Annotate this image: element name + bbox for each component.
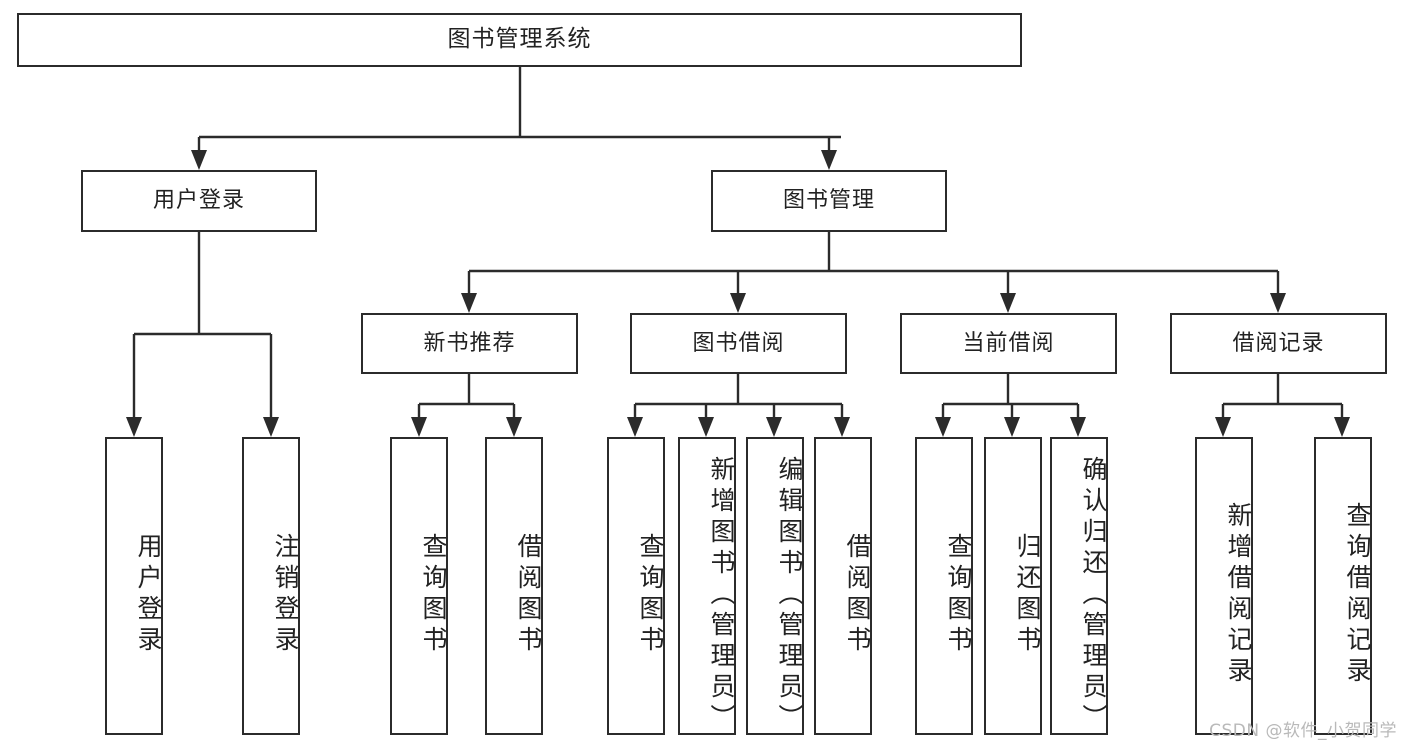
node-root-label: 图书管理系统 bbox=[447, 26, 592, 53]
node-book-management-label: 图书管理 bbox=[782, 188, 875, 214]
node-user-login-label: 用户登录 bbox=[152, 188, 245, 214]
node-leaf-confirm-return[interactable]: 确认归还（管理员） bbox=[1050, 437, 1108, 735]
node-leaf-query-book-3[interactable]: 查询图书 bbox=[915, 437, 973, 735]
node-leaf-add-record-label: 新增借阅记录 bbox=[1224, 502, 1253, 688]
node-book-borrow[interactable]: 图书借阅 bbox=[630, 313, 847, 374]
node-user-login[interactable]: 用户登录 bbox=[81, 170, 317, 232]
node-leaf-query-book-2-label: 查询图书 bbox=[636, 533, 665, 657]
node-leaf-edit-book[interactable]: 编辑图书（管理员） bbox=[746, 437, 804, 735]
arrow-book-management bbox=[821, 150, 837, 170]
node-leaf-confirm-return-label: 确认归还（管理员） bbox=[1079, 455, 1108, 735]
node-leaf-user-login[interactable]: 用户登录 bbox=[105, 437, 163, 735]
csdn-watermark: CSDN @软件_小贺同学 bbox=[1209, 721, 1397, 741]
arrow-leaf-add-book bbox=[698, 417, 714, 437]
node-borrow-record-label: 借阅记录 bbox=[1232, 330, 1325, 356]
node-leaf-logout[interactable]: 注销登录 bbox=[242, 437, 300, 735]
arrow-leaf-query-book-3 bbox=[935, 417, 951, 437]
arrow-leaf-query-record bbox=[1334, 417, 1350, 437]
node-leaf-query-book-2[interactable]: 查询图书 bbox=[607, 437, 665, 735]
node-current-borrow-label: 当前借阅 bbox=[962, 330, 1055, 356]
node-root[interactable]: 图书管理系统 bbox=[17, 13, 1022, 67]
arrow-leaf-edit-book bbox=[766, 417, 782, 437]
node-leaf-borrow-book-2[interactable]: 借阅图书 bbox=[814, 437, 872, 735]
node-leaf-query-book-1[interactable]: 查询图书 bbox=[390, 437, 448, 735]
node-leaf-logout-label: 注销登录 bbox=[271, 533, 300, 657]
node-leaf-borrow-book-2-label: 借阅图书 bbox=[843, 533, 872, 657]
node-leaf-query-record[interactable]: 查询借阅记录 bbox=[1314, 437, 1372, 735]
arrow-leaf-user-login bbox=[126, 417, 142, 437]
node-leaf-borrow-book-1-label: 借阅图书 bbox=[514, 533, 543, 657]
arrow-leaf-return-book bbox=[1004, 417, 1020, 437]
node-leaf-edit-book-label: 编辑图书（管理员） bbox=[775, 455, 804, 735]
node-current-borrow[interactable]: 当前借阅 bbox=[900, 313, 1117, 374]
node-leaf-add-book-label: 新增图书（管理员） bbox=[707, 455, 736, 735]
arrow-current-borrow bbox=[1000, 293, 1016, 313]
node-book-borrow-label: 图书借阅 bbox=[692, 330, 785, 356]
arrow-leaf-query-book-2 bbox=[627, 417, 643, 437]
arrow-borrow-record bbox=[1270, 293, 1286, 313]
arrow-leaf-borrow-book-1 bbox=[506, 417, 522, 437]
node-leaf-return-book[interactable]: 归还图书 bbox=[984, 437, 1042, 735]
node-borrow-record[interactable]: 借阅记录 bbox=[1170, 313, 1387, 374]
node-leaf-return-book-label: 归还图书 bbox=[1013, 533, 1042, 657]
node-new-book-recommend[interactable]: 新书推荐 bbox=[361, 313, 578, 374]
arrow-leaf-confirm-return bbox=[1070, 417, 1086, 437]
node-new-book-recommend-label: 新书推荐 bbox=[423, 330, 516, 356]
node-leaf-add-record[interactable]: 新增借阅记录 bbox=[1195, 437, 1253, 735]
node-leaf-add-book[interactable]: 新增图书（管理员） bbox=[678, 437, 736, 735]
arrow-leaf-query-book-1 bbox=[411, 417, 427, 437]
arrow-leaf-borrow-book-2 bbox=[834, 417, 850, 437]
arrow-user-login bbox=[191, 150, 207, 170]
arrow-leaf-add-record bbox=[1215, 417, 1231, 437]
node-leaf-borrow-book-1[interactable]: 借阅图书 bbox=[485, 437, 543, 735]
node-leaf-query-record-label: 查询借阅记录 bbox=[1343, 502, 1372, 688]
arrow-new-book-recommend bbox=[461, 293, 477, 313]
arrow-book-borrow bbox=[730, 293, 746, 313]
node-leaf-query-book-1-label: 查询图书 bbox=[419, 533, 448, 657]
node-leaf-user-login-label: 用户登录 bbox=[134, 533, 163, 657]
node-book-management[interactable]: 图书管理 bbox=[711, 170, 947, 232]
arrow-leaf-logout bbox=[263, 417, 279, 437]
node-leaf-query-book-3-label: 查询图书 bbox=[944, 533, 973, 657]
